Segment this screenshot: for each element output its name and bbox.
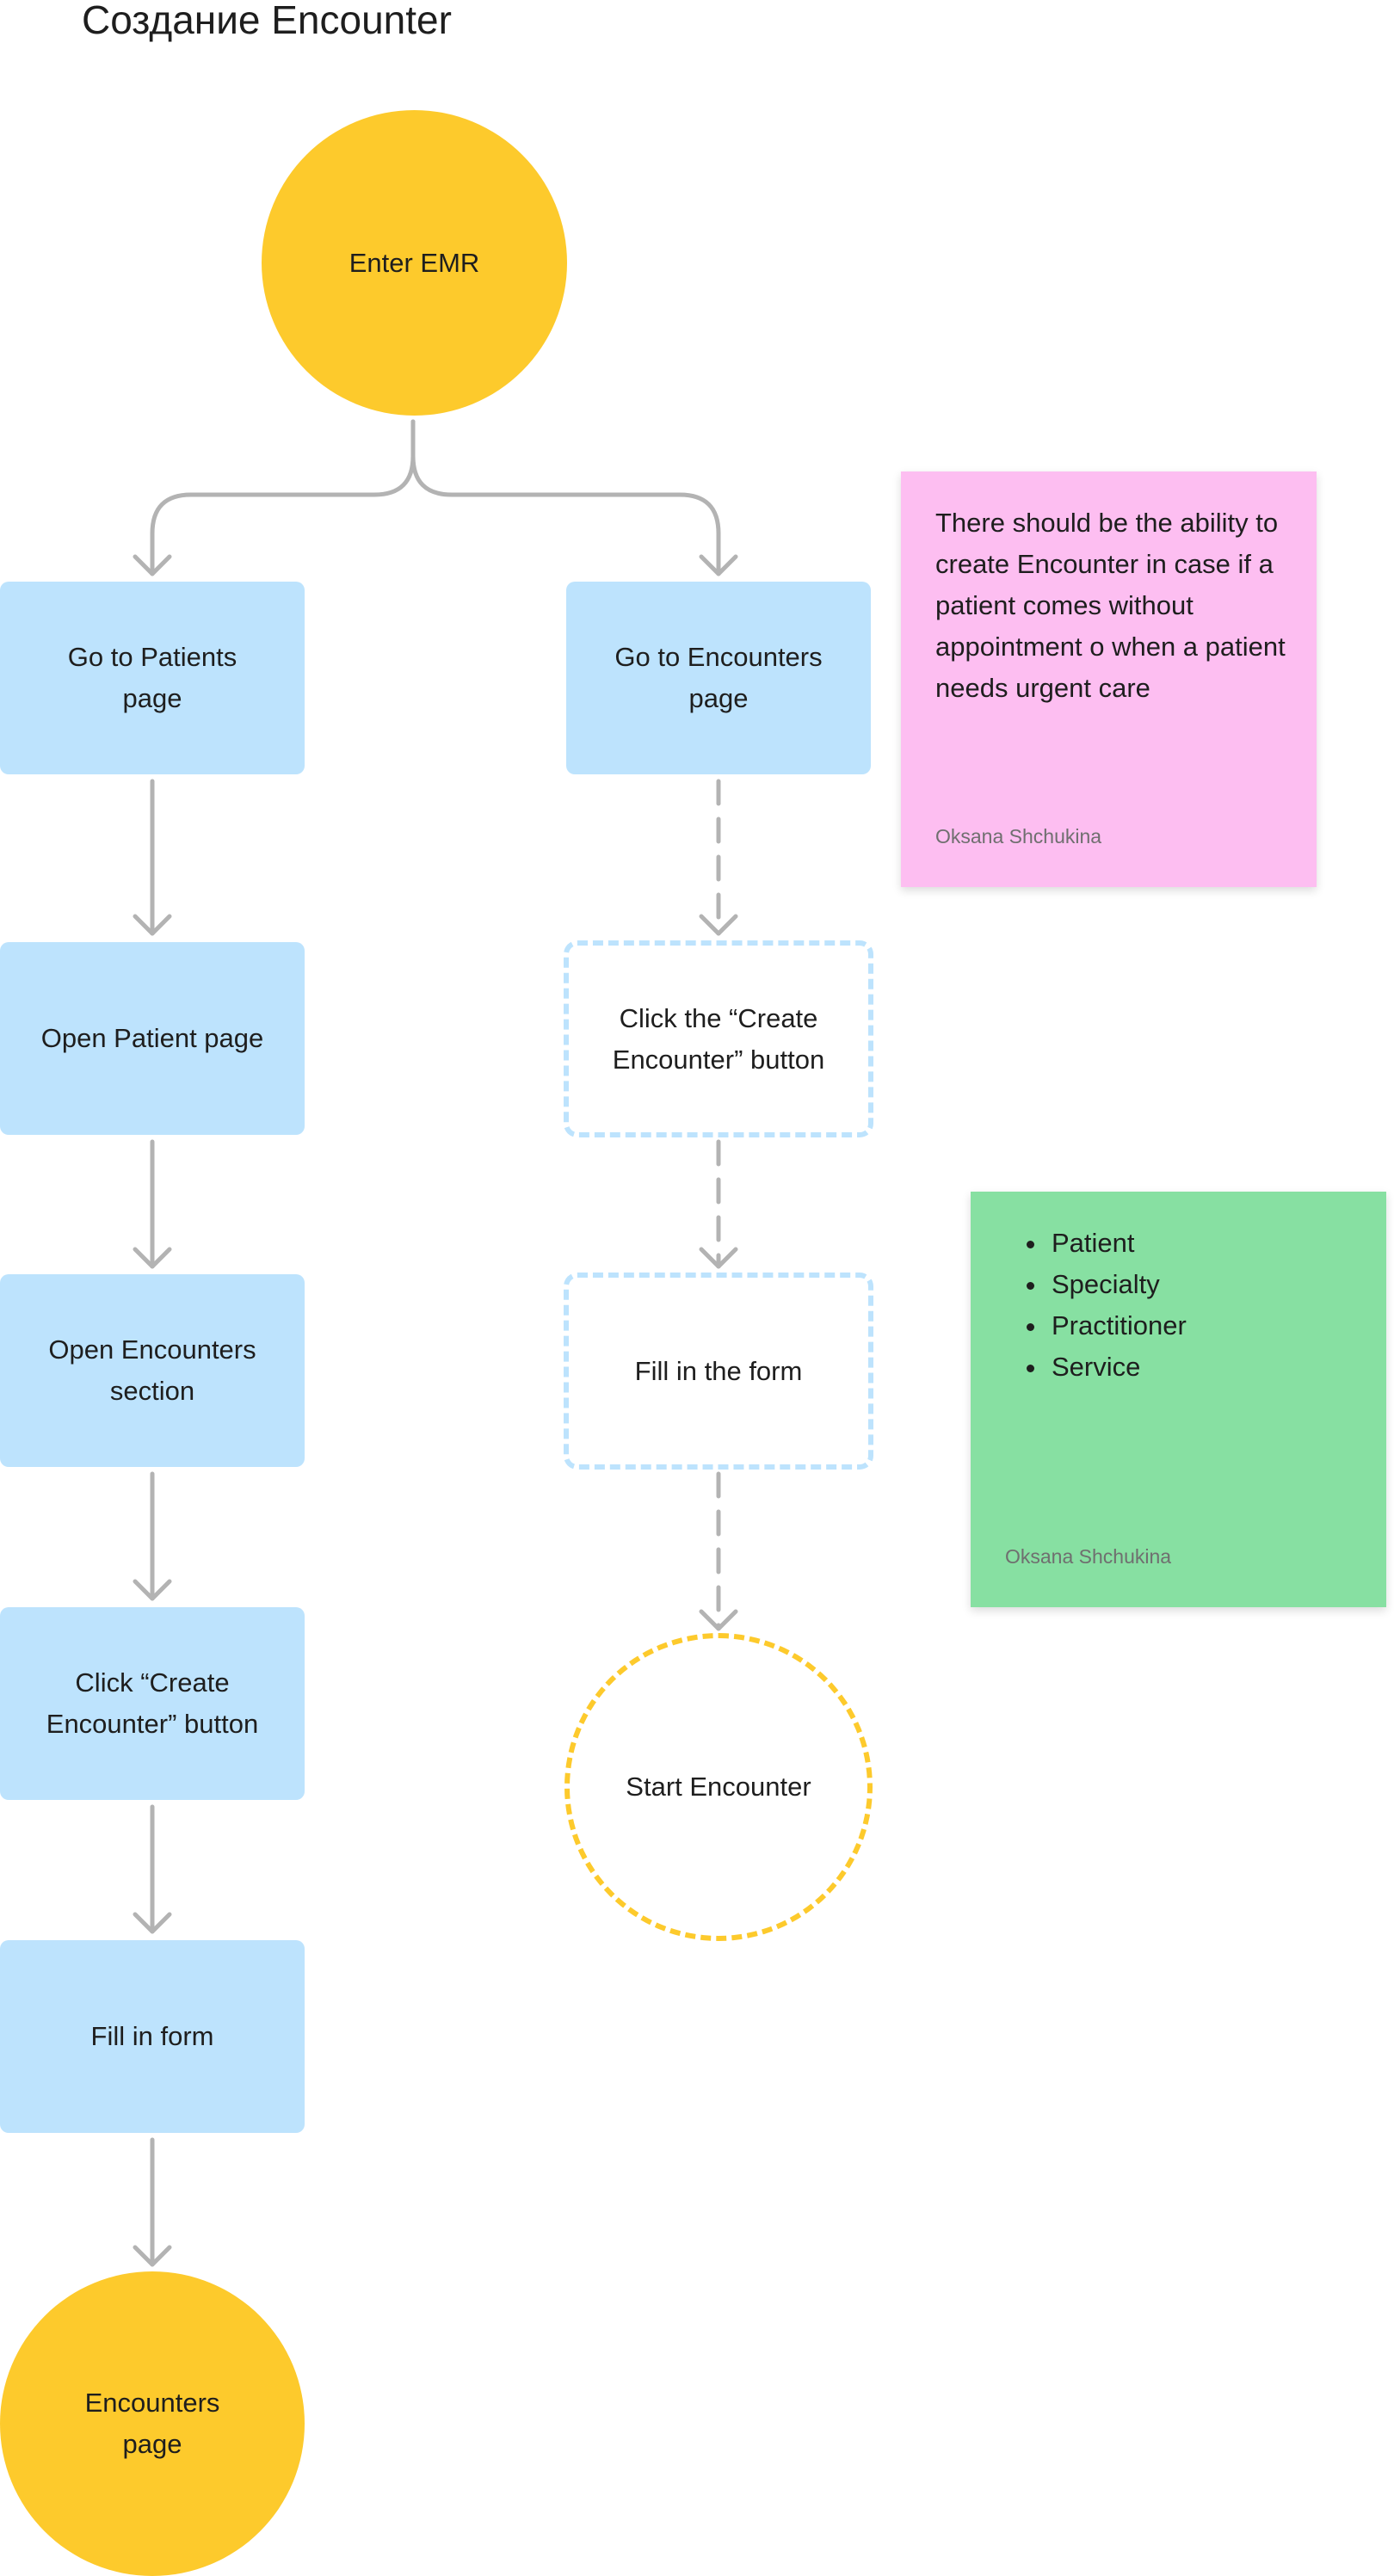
node-label: Fill in form [90,2021,214,2051]
arrowhead [699,1247,738,1269]
sticky-note-text: There should be the ability to create En… [935,508,1286,703]
node-label: Fill in the form [634,1355,803,1386]
node-label: Enter EMR [348,247,480,278]
list-item: Practitioner [1048,1305,1187,1347]
node-open-encounters-section[interactable]: Open Encounters section [0,1274,305,1467]
node-go-to-encounters-page[interactable]: Go to Encounters page [566,582,871,774]
node-label: Click the “Create Encounter” button [612,1002,825,1075]
arrowhead [133,1579,172,1601]
arrowhead [133,2245,172,2267]
node-label: Open Encounters section [48,1334,256,1406]
node-label: Go to Patients page [67,642,237,713]
node-fill-in-the-form[interactable]: Fill in the form [564,1273,873,1470]
arrowhead [699,1609,738,1631]
connector-emr-to-patients [150,419,416,576]
node-label: Go to Encounters page [614,642,823,713]
list-item: Service [1048,1347,1187,1388]
node-click-the-create-encounter-button[interactable]: Click the “Create Encounter” button [564,940,873,1137]
node-label: Open Patient page [40,1023,264,1053]
node-fill-in-form[interactable]: Fill in form [0,1940,305,2133]
sticky-note-list: Patient Specialty Practitioner Service [1005,1223,1187,1388]
node-open-patient-page[interactable]: Open Patient page [0,942,305,1135]
node-label: Click “Create Encounter” button [46,1667,259,1739]
arrowhead [133,1912,172,1934]
node-encounters-page[interactable]: Encounters page [0,2271,305,2576]
connector-emr-to-encounters [410,419,721,576]
node-click-create-encounter[interactable]: Click “Create Encounter” button [0,1607,305,1800]
page-title: Создание Encounter [82,0,452,42]
arrowhead [133,1247,172,1269]
arrowhead [699,914,738,936]
node-label: Start Encounter [626,1772,811,1802]
sticky-note-pink[interactable]: There should be the ability to create En… [901,471,1317,887]
node-go-to-patients-page[interactable]: Go to Patients page [0,582,305,774]
node-label: Encounters page [84,2388,220,2459]
sticky-note-author: Oksana Shchukina [1005,1545,1172,1568]
sticky-note-green[interactable]: Patient Specialty Practitioner Service O… [971,1192,1386,1607]
node-start-encounter[interactable]: Start Encounter [564,1633,873,1941]
sticky-note-author: Oksana Shchukina [935,825,1102,847]
node-enter-emr[interactable]: Enter EMR [262,110,567,416]
arrowhead [133,554,172,576]
list-item: Specialty [1048,1264,1187,1305]
arrowhead [699,554,738,576]
list-item: Patient [1048,1223,1187,1264]
arrowhead [133,914,172,936]
